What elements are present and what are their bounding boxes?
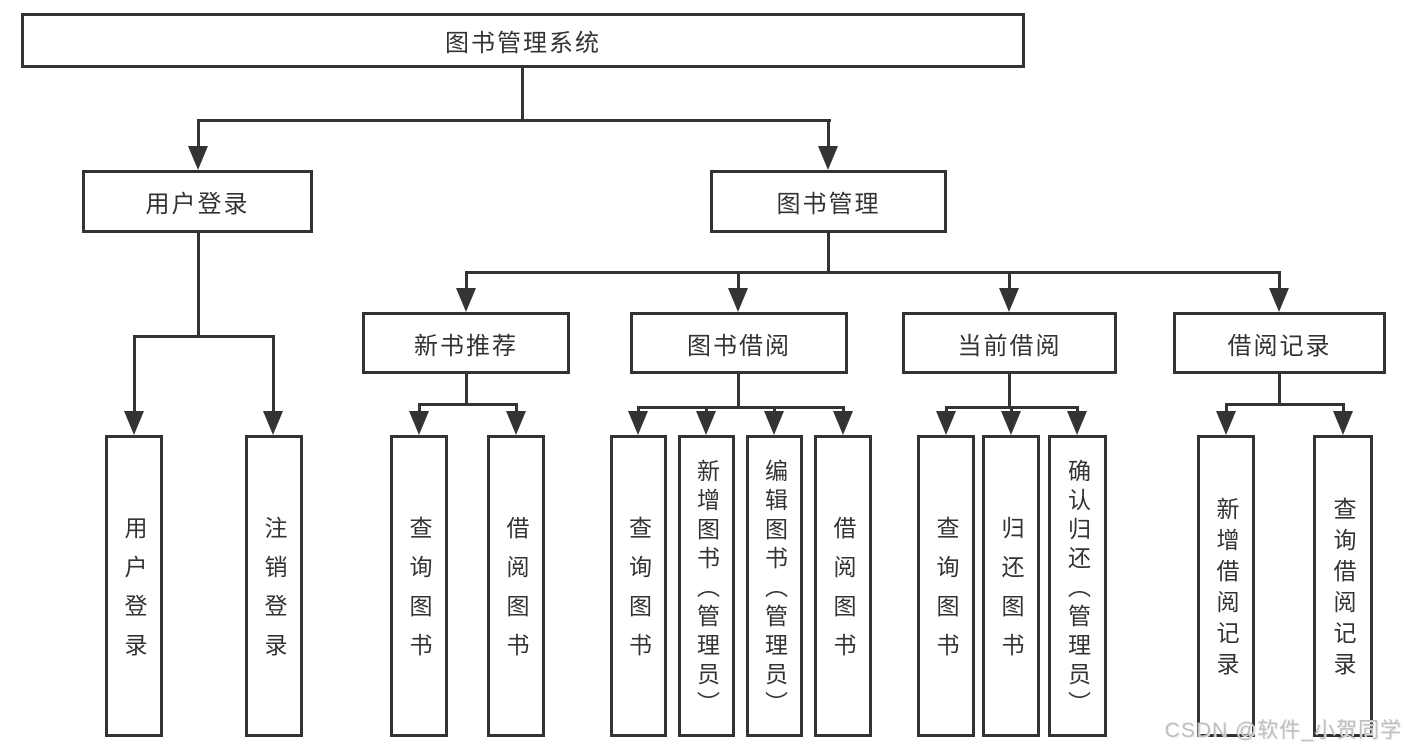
node-label: 查询图书 bbox=[933, 516, 959, 672]
node-label: 借阅记录 bbox=[1227, 332, 1332, 360]
connector-line bbox=[1225, 403, 1228, 415]
leaf-query-books-current: 查询图书 bbox=[917, 435, 975, 737]
connector-line bbox=[773, 406, 776, 415]
node-book-management: 图书管理 bbox=[710, 170, 947, 233]
leaf-query-books-recommend: 查询图书 bbox=[390, 435, 448, 737]
node-user-login: 用户登录 bbox=[82, 170, 313, 233]
arrowhead-down-icon bbox=[1333, 411, 1353, 435]
arrowhead-down-icon bbox=[628, 411, 648, 435]
node-label: 图书借阅 bbox=[687, 332, 791, 360]
leaf-add-book-admin: 新增图书（管理员） bbox=[678, 435, 735, 737]
node-label: 图书管理 bbox=[776, 191, 881, 218]
connector-line bbox=[637, 406, 845, 409]
leaf-user-login: 用户登录 bbox=[105, 435, 163, 737]
arrowhead-down-icon bbox=[833, 411, 853, 435]
connector-line bbox=[133, 335, 136, 413]
node-label: 确认归还（管理员） bbox=[1064, 458, 1091, 720]
leaf-add-borrow-record: 新增借阅记录 bbox=[1197, 435, 1255, 737]
node-root-library-system: 图书管理系统 bbox=[21, 13, 1025, 68]
arrowhead-down-icon bbox=[1001, 411, 1021, 435]
node-label: 查询借阅记录 bbox=[1330, 497, 1356, 683]
connector-line bbox=[1008, 271, 1011, 293]
node-label: 归还图书 bbox=[998, 516, 1024, 672]
node-new-book-recommend: 新书推荐 bbox=[362, 312, 570, 374]
connector-line bbox=[637, 406, 640, 415]
connector-line bbox=[1225, 403, 1345, 406]
node-label: 查询图书 bbox=[406, 516, 432, 672]
leaf-return-books: 归还图书 bbox=[982, 435, 1040, 737]
node-label: 编辑图书（管理员） bbox=[761, 458, 788, 720]
arrowhead-down-icon bbox=[728, 288, 748, 312]
connector-line bbox=[197, 119, 200, 150]
connector-line bbox=[133, 335, 275, 338]
arrowhead-down-icon bbox=[456, 288, 476, 312]
connector-line bbox=[465, 374, 468, 406]
arrowhead-down-icon bbox=[1067, 411, 1087, 435]
connector-line bbox=[827, 233, 830, 274]
connector-line bbox=[521, 67, 524, 121]
arrowhead-down-icon bbox=[1216, 411, 1236, 435]
node-label: 查询图书 bbox=[625, 516, 652, 672]
connector-line bbox=[515, 403, 518, 415]
connector-line bbox=[418, 403, 421, 415]
node-label: 用户登录 bbox=[121, 516, 147, 672]
node-label: 当前借阅 bbox=[957, 332, 1062, 360]
node-label: 用户登录 bbox=[145, 191, 250, 218]
leaf-query-borrow-record: 查询借阅记录 bbox=[1313, 435, 1373, 737]
connector-line bbox=[1008, 374, 1011, 409]
connector-line bbox=[1076, 406, 1079, 415]
arrowhead-down-icon bbox=[409, 411, 429, 435]
arrowhead-down-icon bbox=[124, 411, 144, 435]
connector-line bbox=[945, 406, 948, 415]
node-label: 新书推荐 bbox=[414, 332, 518, 360]
arrowhead-down-icon bbox=[506, 411, 526, 435]
arrowhead-down-icon bbox=[1269, 288, 1289, 312]
leaf-edit-book-admin: 编辑图书（管理员） bbox=[746, 435, 803, 737]
connector-line bbox=[842, 406, 845, 415]
connector-line bbox=[737, 271, 740, 293]
node-current-borrowing: 当前借阅 bbox=[902, 312, 1117, 374]
leaf-borrow-books: 借阅图书 bbox=[814, 435, 872, 737]
arrowhead-down-icon bbox=[188, 146, 208, 170]
connector-line bbox=[197, 119, 831, 122]
node-label: 借阅图书 bbox=[830, 516, 856, 672]
arrowhead-down-icon bbox=[999, 288, 1019, 312]
connector-line bbox=[705, 406, 708, 415]
csdn-watermark: CSDN @软件_小贺同学 bbox=[1164, 719, 1402, 742]
connector-line bbox=[465, 271, 1281, 274]
connector-line bbox=[1010, 406, 1013, 415]
connector-line bbox=[418, 403, 518, 406]
arrowhead-down-icon bbox=[263, 411, 283, 435]
leaf-borrow-books-recommend: 借阅图书 bbox=[487, 435, 545, 737]
arrowhead-down-icon bbox=[764, 411, 784, 435]
node-label: 借阅图书 bbox=[503, 516, 529, 672]
connector-line bbox=[1342, 403, 1345, 415]
arrowhead-down-icon bbox=[696, 411, 716, 435]
leaf-confirm-return-admin: 确认归还（管理员） bbox=[1048, 435, 1107, 737]
leaf-logout: 注销登录 bbox=[245, 435, 303, 737]
connector-line bbox=[272, 335, 275, 413]
connector-line bbox=[827, 119, 830, 150]
connector-line bbox=[465, 271, 468, 293]
node-label: 图书管理系统 bbox=[445, 30, 601, 57]
leaf-query-books-borrowing: 查询图书 bbox=[610, 435, 667, 737]
connector-line bbox=[1278, 271, 1281, 293]
arrowhead-down-icon bbox=[818, 146, 838, 170]
node-borrowing-records: 借阅记录 bbox=[1173, 312, 1386, 374]
connector-line bbox=[737, 374, 740, 409]
node-label: 新增借阅记录 bbox=[1213, 497, 1239, 683]
connector-line bbox=[197, 233, 200, 338]
node-label: 注销登录 bbox=[261, 516, 287, 672]
connector-line bbox=[1278, 374, 1281, 406]
node-label: 新增图书（管理员） bbox=[693, 458, 720, 720]
node-book-borrowing: 图书借阅 bbox=[630, 312, 848, 374]
arrowhead-down-icon bbox=[936, 411, 956, 435]
